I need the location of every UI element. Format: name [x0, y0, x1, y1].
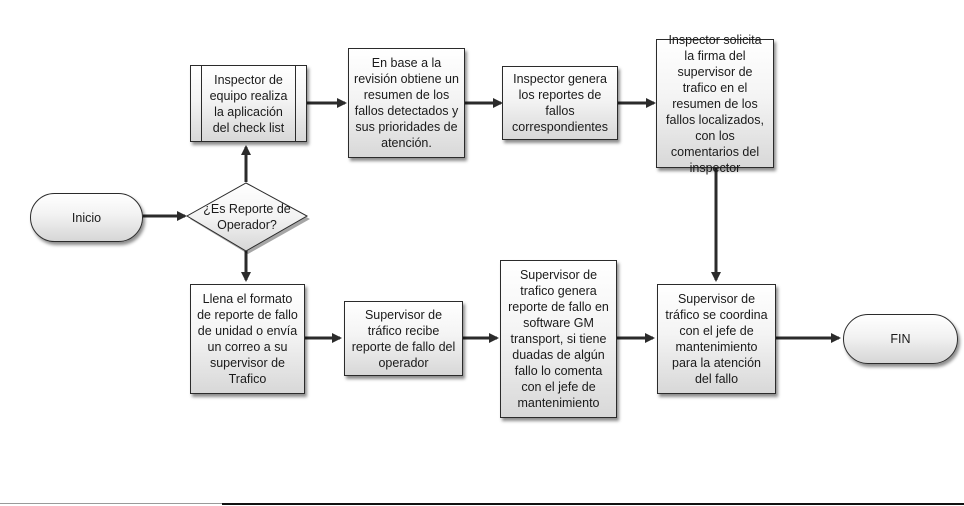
solicita-firma-text: Inspector solicita la firma del supervis…: [666, 32, 764, 175]
end-label: FIN: [890, 332, 911, 346]
genera-software-text: Supervisor de trafico genera reporte de …: [508, 268, 609, 410]
genera-software-box: Supervisor de trafico genera reporte de …: [500, 260, 617, 418]
subprocess-bar-left: [201, 66, 202, 141]
decision-label: ¿Es Reporte de Operador?: [203, 202, 291, 232]
resumen-fallos-text: En base a la revisión obtiene un resumen…: [354, 56, 459, 150]
solicita-firma-box: Inspector solicita la firma del supervis…: [656, 33, 774, 175]
bottom-rule: [222, 503, 964, 505]
end-terminator: FIN: [843, 314, 958, 364]
recibe-reporte-box: Supervisor de tráfico recibe reporte de …: [344, 301, 463, 376]
inspector-checklist-box: Inspector de equipo realiza la aplicació…: [190, 65, 307, 142]
genera-reportes-text: Inspector genera los reportes de fallos …: [512, 72, 608, 134]
start-label: Inicio: [71, 210, 102, 225]
inspector-checklist-text: Inspector de equipo realiza la aplicació…: [209, 72, 288, 135]
coordina-mantenimiento-text: Supervisor de tráfico se coordina con el…: [665, 292, 768, 386]
decision-label-wrap: ¿Es Reporte de Operador?: [196, 196, 298, 238]
decision-shape: [185, 182, 310, 254]
llena-formato-text: Llena el formato de reporte de fallo de …: [197, 292, 298, 386]
coordina-mantenimiento-box: Supervisor de tráfico se coordina con el…: [657, 284, 776, 394]
resumen-fallos-box: En base a la revisión obtiene un resumen…: [348, 48, 465, 158]
bottom-rule-light: [0, 503, 222, 504]
llena-formato-box: Llena el formato de reporte de fallo de …: [190, 284, 305, 394]
recibe-reporte-text: Supervisor de tráfico recibe reporte de …: [351, 307, 456, 370]
genera-reportes-box: Inspector genera los reportes de fallos …: [502, 66, 618, 140]
subprocess-bar-right: [295, 66, 296, 141]
start-terminator: Inicio: [30, 193, 143, 242]
